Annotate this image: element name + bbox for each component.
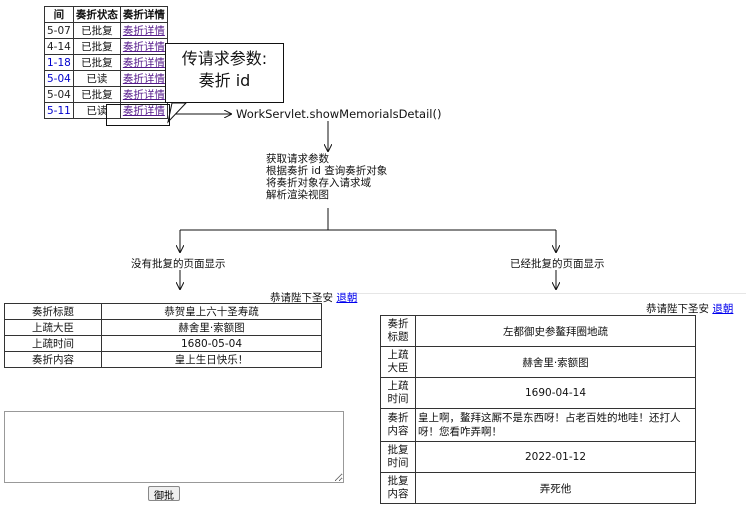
detail-row: 批复时间 2022-01-12 <box>380 441 696 473</box>
cell-time: 1-18 <box>44 54 74 71</box>
callout-line-1: 传请求参数: <box>181 49 268 68</box>
greeting-bar-left: 恭请陛下圣安 退朝 <box>270 290 357 305</box>
table-row: 5-11 已读 奏折详情 <box>44 102 168 119</box>
cell-status: 已读 <box>72 70 121 87</box>
cell-time: 4-14 <box>44 38 74 55</box>
detail-value: 弄死他 <box>415 472 696 504</box>
detail-key: 上疏大臣 <box>380 346 416 378</box>
detail-row: 奏折内容 皇上啊，鳌拜这厮不是东西呀！占老百姓的地哇！还打人呀！您看咋弄啊！ <box>380 408 696 442</box>
detail-row: 上疏大臣 赫舍里·索额图 <box>4 319 322 336</box>
detail-link[interactable]: 奏折详情 <box>122 89 165 101</box>
detail-value: 皇上生日快乐！ <box>101 351 322 368</box>
column-header-status: 奏折状态 <box>72 6 121 23</box>
detail-link[interactable]: 奏折详情 <box>122 41 165 53</box>
callout-pointer <box>167 102 188 124</box>
detail-key: 上疏大臣 <box>4 319 102 336</box>
detail-link[interactable]: 奏折详情 <box>122 73 165 85</box>
detail-row: 上疏时间 1680-05-04 <box>4 335 322 352</box>
logout-link[interactable]: 退朝 <box>336 292 358 304</box>
detail-value: 1690-04-14 <box>415 377 696 409</box>
detail-link[interactable]: 奏折详情 <box>122 105 165 117</box>
reply-button[interactable]: 御批 <box>148 486 180 502</box>
detail-row: 上疏大臣 赫舍里·索额图 <box>380 346 696 378</box>
request-param-callout: 传请求参数: 奏折 id <box>165 43 284 103</box>
memorial-list-table: 间 奏折状态 奏折详情 5-07 已批复 奏折详情 4-14 已批复 奏折详情 … <box>44 6 168 119</box>
unreplied-detail-table: 奏折标题 恭贺皇上六十圣寿疏 上疏大臣 赫舍里·索额图 上疏时间 1680-05… <box>4 303 322 368</box>
detail-row: 批复内容 弄死他 <box>380 472 696 504</box>
detail-value: 1680-05-04 <box>101 335 322 352</box>
column-header-time: 间 <box>44 6 74 23</box>
table-row: 5-07 已批复 奏折详情 <box>44 22 168 39</box>
cell-time: 5-11 <box>44 102 74 119</box>
step-item: 根据奏折 id 查询奏折对象 <box>266 165 388 177</box>
table-header-row: 间 奏折状态 奏折详情 <box>44 6 168 23</box>
greeting-text: 恭请陛下圣安 <box>646 303 709 315</box>
cell-time: 5-07 <box>44 22 74 39</box>
detail-key: 批复内容 <box>380 472 416 504</box>
selected-link-highlight <box>106 104 170 126</box>
detail-key: 上疏时间 <box>4 335 102 352</box>
detail-row: 奏折标题 恭贺皇上六十圣寿疏 <box>4 303 322 320</box>
detail-row: 上疏时间 1690-04-14 <box>380 377 696 409</box>
branch-label-replied: 已经批复的页面显示 <box>510 258 605 270</box>
step-item: 获取请求参数 <box>266 153 329 165</box>
cell-status: 已批复 <box>72 22 121 39</box>
logout-link[interactable]: 退朝 <box>712 303 734 315</box>
cell-status: 已批复 <box>72 86 121 103</box>
detail-row: 奏折内容 皇上生日快乐！ <box>4 351 322 368</box>
detail-key: 奏折标题 <box>4 303 102 320</box>
detail-link[interactable]: 奏折详情 <box>122 25 165 37</box>
servlet-method-label: WorkServlet.showMemorialsDetail() <box>236 107 442 121</box>
cell-status: 已批复 <box>72 54 121 71</box>
detail-value: 赫舍里·索额图 <box>101 319 322 336</box>
detail-value: 皇上啊，鳌拜这厮不是东西呀！占老百姓的地哇！还打人呀！您看咋弄啊！ <box>415 408 696 442</box>
callout-line-2: 奏折 id <box>198 71 251 90</box>
detail-key: 上疏时间 <box>380 377 416 409</box>
detail-key: 批复时间 <box>380 441 416 473</box>
detail-value: 左都御史参鳌拜圈地疏 <box>415 315 696 347</box>
page-divider <box>350 293 746 294</box>
detail-value: 赫舍里·索额图 <box>415 346 696 378</box>
replied-detail-table: 奏折标题 左都御史参鳌拜圈地疏 上疏大臣 赫舍里·索额图 上疏时间 1690-0… <box>380 315 696 504</box>
detail-key: 奏折内容 <box>380 408 416 442</box>
detail-key: 奏折内容 <box>4 351 102 368</box>
processing-steps: 获取请求参数 根据奏折 id 查询奏折对象 将奏折对象存入请求域 解析渲染视图 <box>266 153 387 201</box>
table-row: 4-14 已批复 奏折详情 <box>44 38 168 55</box>
greeting-bar-right: 恭请陛下圣安 退朝 <box>646 301 733 316</box>
reply-textarea[interactable] <box>4 411 344 483</box>
greeting-text: 恭请陛下圣安 <box>270 292 333 304</box>
detail-link[interactable]: 奏折详情 <box>122 57 165 69</box>
table-row: 5-04 已读 奏折详情 <box>44 70 168 87</box>
detail-value: 恭贺皇上六十圣寿疏 <box>101 303 322 320</box>
table-row: 5-04 已批复 奏折详情 <box>44 86 168 103</box>
table-row: 1-18 已批复 奏折详情 <box>44 54 168 71</box>
cell-status: 已读 <box>72 102 121 119</box>
step-item: 解析渲染视图 <box>266 189 329 201</box>
column-header-detail: 奏折详情 <box>119 6 168 23</box>
detail-key: 奏折标题 <box>380 315 416 347</box>
branch-label-unreplied: 没有批复的页面显示 <box>131 258 226 270</box>
detail-row: 奏折标题 左都御史参鳌拜圈地疏 <box>380 315 696 347</box>
cell-time: 5-04 <box>44 86 74 103</box>
cell-status: 已批复 <box>72 38 121 55</box>
detail-value: 2022-01-12 <box>415 441 696 473</box>
cell-time: 5-04 <box>44 70 74 87</box>
step-item: 将奏折对象存入请求域 <box>266 177 371 189</box>
